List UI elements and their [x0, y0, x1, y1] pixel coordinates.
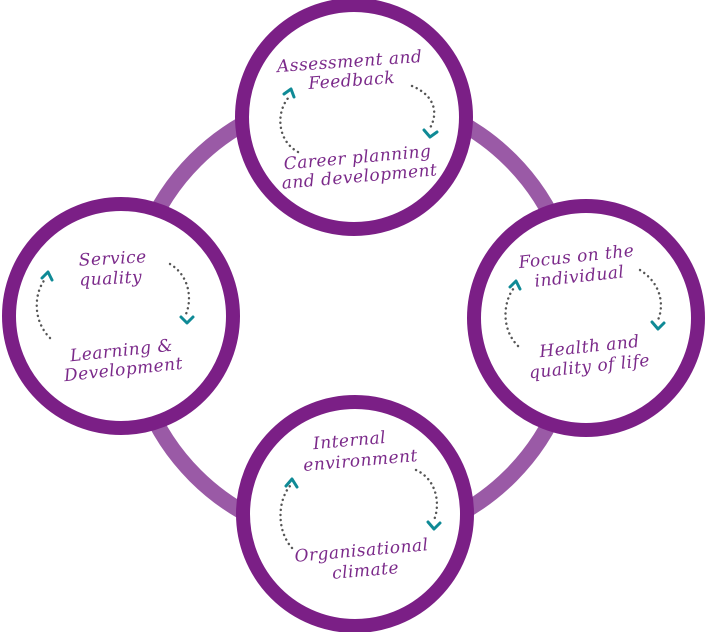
- node-right-cycle-arrow-right-head: [650, 320, 666, 331]
- node-top-ring: [235, 0, 473, 236]
- node-bottom-ring: [236, 395, 474, 632]
- node-left-ring: [2, 197, 240, 435]
- node-left-cycle-arrow-left-head: [40, 270, 54, 282]
- node-bottom: Internal environment Organisational clim…: [236, 395, 474, 632]
- node-top-cycle-arrow-left-head: [282, 87, 296, 99]
- node-right-cycle-arrow-left-head: [508, 279, 522, 291]
- node-left-cycle-arrow-right-head: [179, 315, 195, 325]
- node-bottom-cycle-arrow-left-head: [284, 477, 299, 489]
- node-top-cycle-arrow-right-head: [422, 128, 439, 139]
- node-left-top-line-2: quality: [79, 267, 143, 290]
- node-right-cycle-arrow-right-dots: [638, 268, 663, 322]
- node-left: Service quality Learning & Development: [2, 197, 240, 435]
- node-left-cycle-arrow-right-dots: [168, 262, 191, 316]
- node-top: Assessment and Feedback Career planning …: [235, 0, 473, 236]
- node-bottom-cycle-arrow-left-dots: [279, 484, 294, 550]
- node-right: Focus on the individual Health and quali…: [467, 199, 705, 437]
- node-top-cycle-arrow-right-dots: [410, 84, 436, 130]
- node-left-cycle-arrow-left-dots: [35, 276, 52, 340]
- node-bottom-cycle-arrow-right-head: [426, 520, 442, 531]
- node-bottom-cycle-arrow-right-dots: [414, 468, 439, 522]
- node-right-ring: [467, 199, 705, 437]
- node-left-top-line-1: Service: [78, 247, 147, 271]
